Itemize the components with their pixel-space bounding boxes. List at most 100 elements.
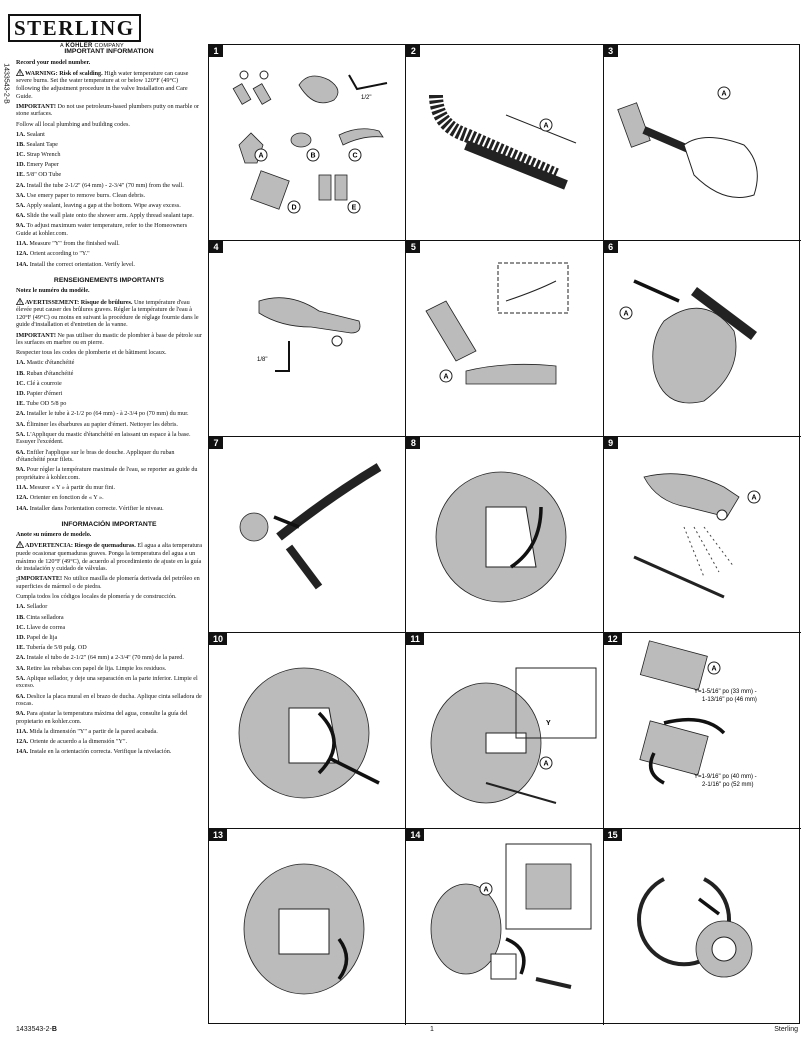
step-illustration <box>435 471 567 603</box>
instruction-text: Retire las rebabas con papel de lija. Li… <box>26 664 167 672</box>
side-doc-code-text: 1433543-2-B <box>2 63 10 104</box>
instruction-item: 1C. Clé à courroie <box>16 380 202 388</box>
callout-label: A <box>544 761 549 768</box>
important-text: Do not use petroleum-based plumbers putt… <box>16 102 200 118</box>
instruction-item: 14A. Installer dans l'orientation correc… <box>16 505 202 513</box>
step-number-badge: 8 <box>406 437 421 449</box>
instruction-text: Papier d'émeri <box>26 390 63 398</box>
step-panel: A 6 <box>603 241 801 437</box>
tagline-suffix: COMPANY <box>94 43 124 49</box>
thermometer-illustration <box>633 555 725 599</box>
warning-paragraph: ADVERTENCIA: Riesgo de quemaduras. El ag… <box>15 541 202 572</box>
step-illustration <box>239 463 382 590</box>
footer-code-prefix: 1433543-2- <box>16 1026 52 1033</box>
step-panel: 15 <box>603 829 801 1025</box>
instruction-key: 14A. <box>16 504 29 512</box>
instruction-text: Install the correct orientation. Verify … <box>29 260 135 268</box>
step-illustration: 1/2" A B C D E <box>232 70 388 214</box>
instruction-item: 11A. Mida la dimensión "Y" a partir de l… <box>16 728 202 736</box>
step-number-badge: 4 <box>209 241 223 253</box>
instruction-text: Instale el tubo de 2-1/2" (64 mm) a 2-3/… <box>26 654 184 662</box>
emery-paper-illustration <box>250 170 290 210</box>
instruction-key: 6A. <box>16 212 26 220</box>
instruction-key: 2A. <box>16 181 26 189</box>
instruction-item: 1A. Mastic d'étanchéité <box>16 359 202 367</box>
step-panel: A 2 <box>406 45 604 241</box>
instruction-key: 1A. <box>16 130 26 138</box>
step-panel: A 14 <box>406 829 604 1025</box>
instruction-key: 11A. <box>16 484 28 492</box>
step-number-badge: 14 <box>406 829 425 841</box>
step-number-badge: 6 <box>603 241 618 253</box>
tube-illustration <box>464 140 569 190</box>
instruction-text: Éliminer les ébarbures au papier d'émeri… <box>26 420 178 428</box>
step-panel: 8 <box>406 437 604 633</box>
step-number-badge: 1 <box>209 45 223 57</box>
brand-logo: STERLING A KOHLER COMPANY <box>8 14 141 49</box>
instruction-text: Sellador <box>26 603 48 611</box>
instruction-item: 14A. Install the correct orientation. Ve… <box>16 261 202 269</box>
callout-label: A <box>444 374 449 381</box>
important-paragraph: ¡IMPORTANTE! No utilice masilla de plome… <box>16 575 202 590</box>
step-illustration: A <box>616 86 758 198</box>
warning-label: ADVERTENCIA: Riesgo de quemaduras. <box>25 542 136 550</box>
instruction-item: 5A. Aplique sellador, y deje una separac… <box>16 675 202 690</box>
instruction-text: Mastic d'étanchéité <box>26 359 75 367</box>
instruction-item: 1E. Tubería de 5/8 pulg. OD <box>16 644 202 652</box>
record-model-text: Notez le numéro du modèle. <box>16 287 202 295</box>
instruction-item: 5A. Apply sealant, leaving a gap at the … <box>16 202 202 210</box>
step-number-badge: 9 <box>603 437 618 449</box>
tub-spout-illustration <box>258 297 361 334</box>
sealant-tube-illustration <box>425 300 477 362</box>
step-illustration: 1/8" <box>257 297 361 372</box>
instruction-key: 3A. <box>16 664 26 672</box>
step-panel: A 9 <box>603 437 801 633</box>
callout-label: C <box>352 153 357 160</box>
step-number-badge: 11 <box>406 633 424 645</box>
warning-label: WARNING: Risk of scalding. <box>25 69 103 77</box>
instruction-key: 1E. <box>16 644 25 652</box>
instruction-key: 5A. <box>16 674 26 682</box>
step-illustration: A <box>633 473 761 599</box>
instruction-text: Use emery paper to remove burrs. Clean d… <box>26 191 146 199</box>
record-model-text: Record your model number. <box>16 59 202 67</box>
callout-label: A <box>711 666 716 673</box>
callout-label: A <box>544 123 549 130</box>
instruction-text: Papel de lija <box>26 633 58 641</box>
hex-key-illustration <box>348 74 388 91</box>
callout-label: A <box>258 153 263 160</box>
instruction-key: 3A. <box>16 191 26 199</box>
instruction-item: 12A. Orient according to "Y." <box>16 250 202 258</box>
hex-key-illustration <box>275 341 290 372</box>
step-number-badge: 7 <box>209 437 223 449</box>
instruction-key: 1D. <box>16 633 26 641</box>
footer-doc-code: 1433543-2-B <box>16 1026 57 1033</box>
hex-size-label: 1/2" <box>361 95 371 101</box>
instruction-item: 6A. Slide the wall plate onto the shower… <box>16 212 202 220</box>
callout-label: B <box>310 153 315 160</box>
instruction-text: Emery Paper <box>26 161 59 169</box>
dimension-y-label: Y <box>546 720 551 727</box>
instruction-key: 1E. <box>16 400 25 408</box>
instruction-item: 12A. Orienter en fonction de « Y ». <box>16 494 202 502</box>
instruction-item: 1C. Llave de correa <box>16 624 202 632</box>
instruction-text: Installer le tube à 2-1/2 po (64 mm) - à… <box>26 410 189 418</box>
step-panel: Y A 11 <box>406 633 604 829</box>
diverter-knob-icon <box>716 509 728 521</box>
cartridge-splines-illustration <box>639 720 709 776</box>
step-panel: 1/8" 4 <box>209 241 407 437</box>
logo-tagline: A KOHLER COMPANY <box>8 43 130 49</box>
codes-text: Respecter tous les codes de plomberie et… <box>16 349 167 357</box>
footer-page-number: 1 <box>430 1026 434 1033</box>
adapter-illustration <box>490 953 517 980</box>
instruction-item: 9A. To adjust maximum water temperature,… <box>16 222 202 237</box>
instruction-item: 11A. Measure "Y" from the finished wall. <box>16 240 202 248</box>
detail-inset <box>505 843 592 930</box>
instruction-key: 14A. <box>16 260 29 268</box>
instruction-key: 12A. <box>16 738 29 746</box>
instruction-key: 1C. <box>16 379 26 387</box>
step-panel: A 3 <box>603 45 801 241</box>
rag-hand-illustration <box>298 75 339 104</box>
tube-illustration <box>318 174 332 201</box>
